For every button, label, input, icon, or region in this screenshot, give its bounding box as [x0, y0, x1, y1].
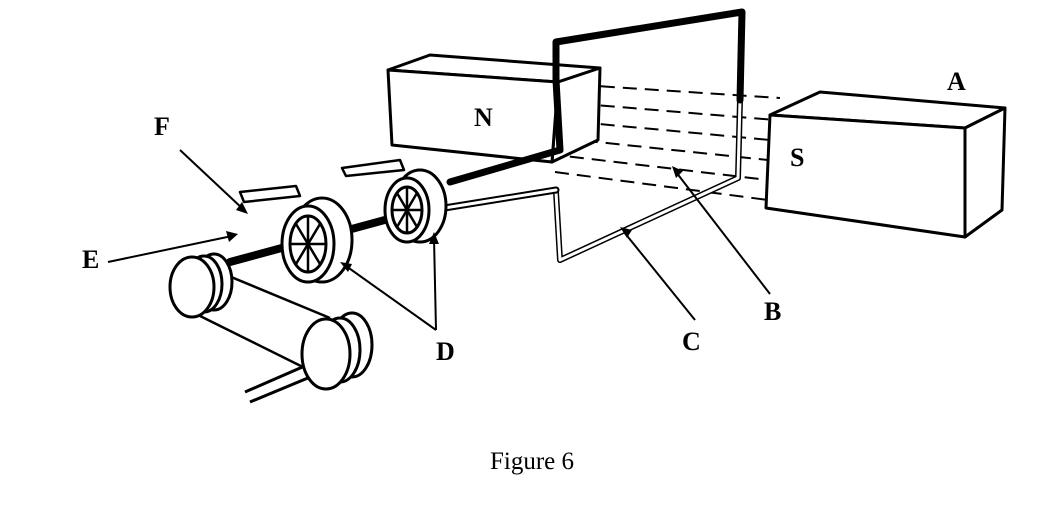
label-b: B — [764, 297, 781, 326]
leader-lines — [107, 149, 771, 331]
coil-loop — [446, 8, 746, 263]
belt-drive — [168, 252, 374, 404]
label-n: N — [474, 103, 493, 132]
slip-ring-back — [383, 168, 448, 244]
label-d: D — [436, 337, 455, 366]
label-a: A — [947, 67, 966, 96]
label-c: C — [682, 327, 701, 356]
label-e: E — [82, 245, 99, 274]
slip-ring-front — [280, 196, 354, 284]
brushes — [238, 158, 406, 204]
label-f: F — [154, 112, 170, 141]
magnet-south — [764, 90, 1007, 239]
magnet-north — [386, 53, 602, 164]
figure-caption: Figure 6 — [489, 448, 575, 475]
arrow-heads — [226, 166, 683, 272]
label-s: S — [790, 143, 804, 172]
